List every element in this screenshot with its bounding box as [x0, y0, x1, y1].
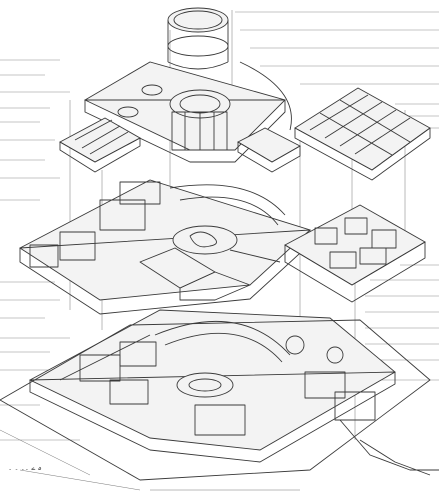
caption-signature: ه ے ۔۔ ۔ ۔: [8, 464, 42, 472]
top-right-roof: [294, 87, 431, 181]
mid-right-wing: [284, 204, 426, 303]
mid-right-block: [237, 127, 301, 173]
tower-cylinder: [167, 7, 229, 70]
left-hatching: [0, 59, 80, 441]
middle-level: [19, 179, 311, 315]
base-plate: [0, 319, 439, 491]
lower-level: [29, 309, 396, 463]
top-level: [84, 61, 292, 163]
top-left-wing: [59, 117, 141, 173]
